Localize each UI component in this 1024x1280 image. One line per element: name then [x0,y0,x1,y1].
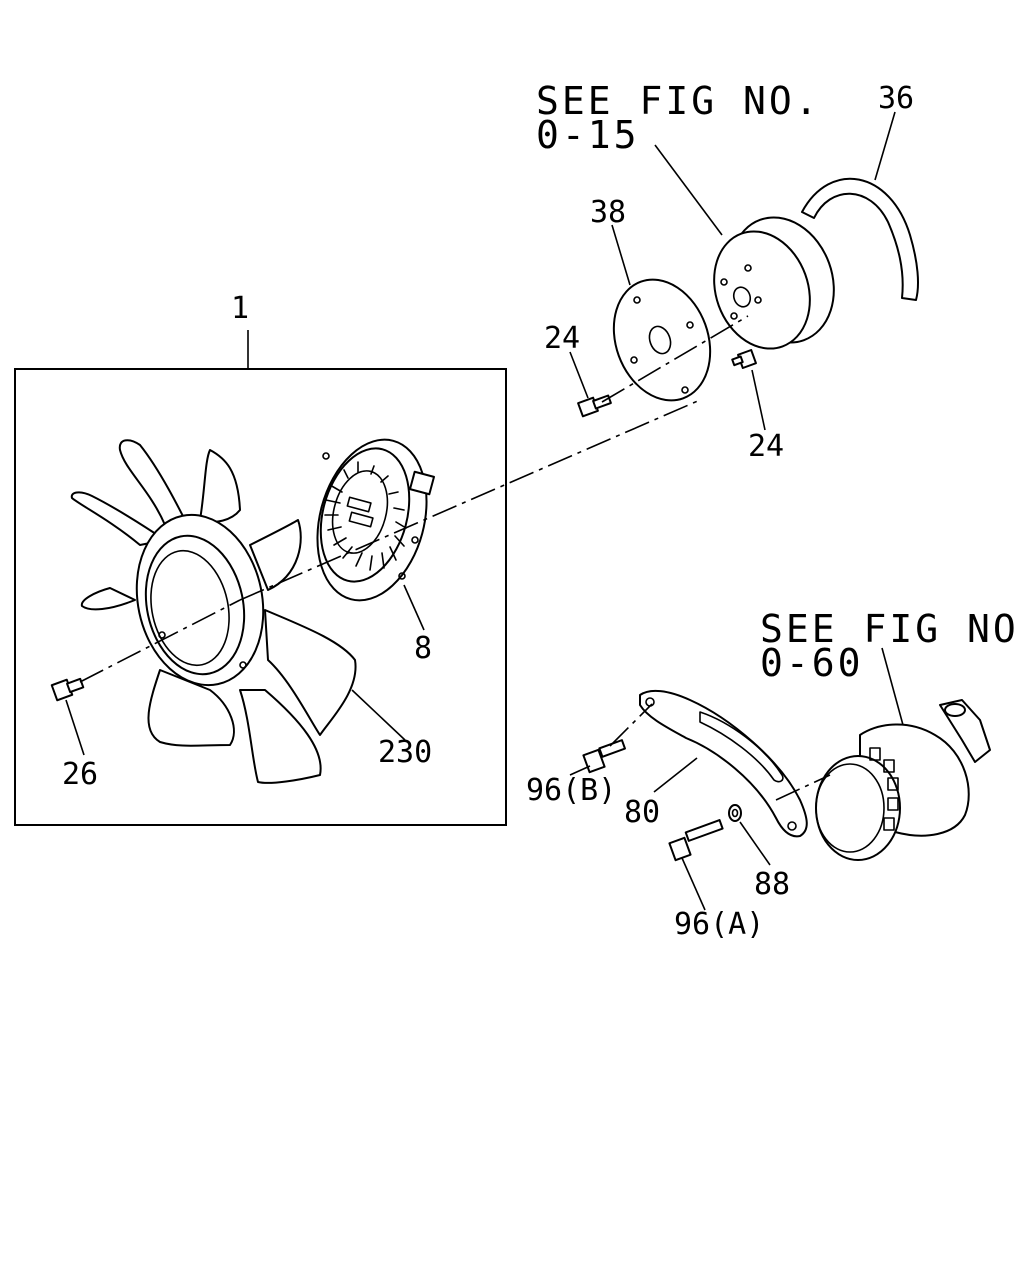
pump-reference-line2: 0-60 [760,641,864,685]
leader-230 [351,689,406,741]
bolt-icon [731,349,757,369]
fan-clutch-icon [316,438,435,602]
leader-24-left [569,351,589,399]
callout-38: 38 [590,195,626,230]
axis-line-pump [775,774,831,801]
belt-icon [801,177,919,301]
bracket-icon [639,689,808,838]
axis-line-fan [79,599,241,683]
leader-26 [65,699,85,756]
leader-38 [611,224,631,286]
fan-blade-icon [70,439,357,784]
plate-icon [612,278,712,402]
bolt-icon [577,394,612,418]
callout-24-left: 24 [544,321,580,356]
fan-assembly-box [14,368,507,826]
bolt-icon [582,739,626,774]
callout-36: 36 [878,81,914,116]
callout-80: 80 [624,795,660,830]
leader-96b [569,765,591,776]
axis-line-bracket [609,703,653,747]
bolt-icon [50,677,85,702]
callout-24-right: 24 [748,429,784,464]
pulley-reference-line2: 0-15 [536,113,640,157]
leader-96a [681,857,706,911]
callout-8: 8 [414,631,432,666]
callout-96a: 96(A) [674,907,764,942]
leader-24-right [751,369,766,431]
pump-reference-line1: SEE FIG NO. [760,607,1024,651]
callout-88: 88 [754,867,790,902]
callout-230: 230 [378,735,432,770]
pump-icon [815,699,991,861]
axis-line-clutch [239,399,701,601]
pulley-icon [713,216,835,350]
callout-26: 26 [62,757,98,792]
axis-line-pulley [601,315,749,403]
callout-1: 1 [231,291,249,326]
leader-80 [653,757,698,793]
leader-8 [403,584,425,631]
bolt-icon [668,819,724,862]
leader-88 [739,821,771,866]
washer-icon [728,804,742,822]
leader-fig-0-15 [654,144,723,236]
leader-fig-0-60 [881,647,904,726]
leader-36 [874,111,896,181]
callout-96b: 96(B) [526,773,616,808]
pulley-reference-line1: SEE FIG NO. [536,79,821,123]
